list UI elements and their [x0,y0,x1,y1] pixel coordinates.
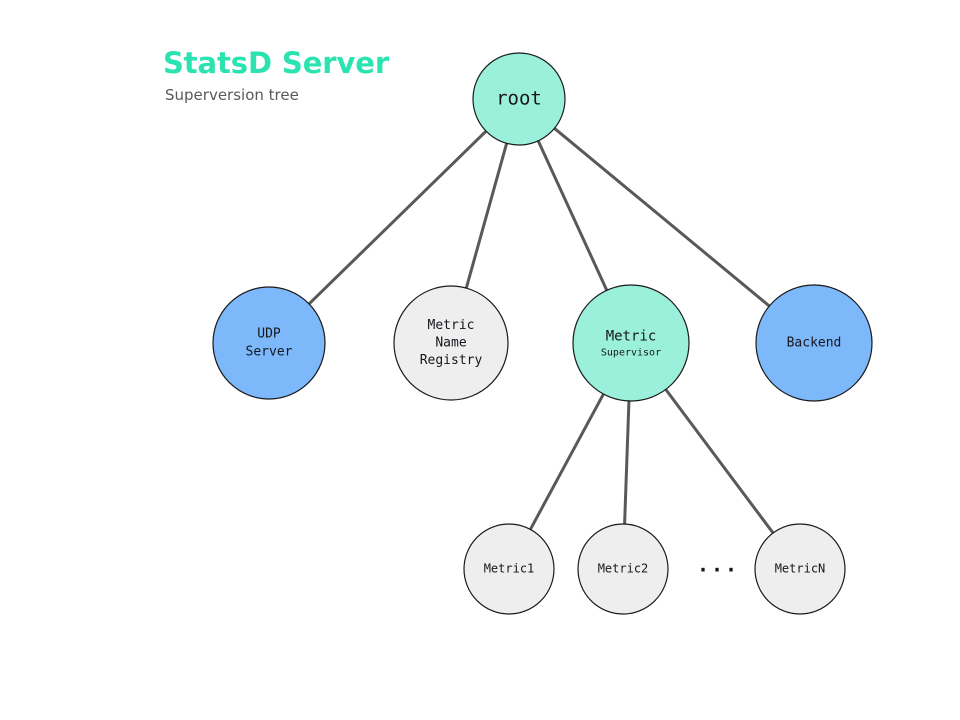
node-shape-metric1[interactable] [463,523,555,615]
tree-node-metric1[interactable]: Metric1 [463,523,555,615]
tree-edge-root-to-supervisor [536,138,609,293]
node-label-udp-line1: UDP [257,327,281,342]
node-shape-backend[interactable] [755,284,873,402]
node-shape-udp[interactable] [212,286,326,400]
node-shape-supervisor[interactable] [572,284,690,402]
node-label-metric2-line1: Metric2 [598,562,649,576]
node-label-metricN-line1: MetricN [775,562,826,576]
tree-nodes: rootUDPServerMetricNameRegistryMetricSup… [212,52,873,615]
tree-edge-root-to-backend [552,126,772,309]
ellipsis-more-metrics: ... [697,553,739,577]
node-label-registry-line2: Name [435,336,466,351]
tree-edge-root-to-registry [464,140,509,291]
tree-node-backend[interactable]: Backend [755,284,873,402]
node-label-udp-line2: Server [246,344,293,359]
tree-node-udp[interactable]: UDP Server [212,286,326,400]
tree-edges [306,126,776,536]
page-title: StatsD Server [163,46,390,80]
heading-block: StatsD Server Superversion tree [163,46,463,105]
page-subtitle: Superversion tree [165,86,299,105]
node-label-backend-line1: Backend [787,336,842,351]
tree-node-metric2[interactable]: Metric2 [577,523,669,615]
tree-node-metricN[interactable]: MetricN [754,523,846,615]
node-label-registry-line1: Metric [428,318,475,333]
node-shape-metricN[interactable] [754,523,846,615]
tree-decorations: ... [697,553,739,577]
tree-edge-supervisor-to-metric1 [528,391,606,532]
node-shape-metric2[interactable] [577,523,669,615]
tree-edge-supervisor-to-metric2 [623,398,631,527]
node-shape-registry[interactable] [393,285,509,401]
node-label-metric1-line1: Metric1 [484,562,535,576]
node-label-registry-line3: Registry [420,353,483,368]
node-label-root-line1: root [496,88,542,110]
tree-edge-root-to-udp [306,128,489,307]
node-shape-root[interactable] [472,52,566,146]
tree-edge-supervisor-to-metricN [663,387,776,536]
node-label-supervisor-line1: Metric [606,328,657,344]
tree-node-root[interactable]: root [472,52,566,146]
node-label-supervisor-line2: Supervisor [601,347,661,358]
